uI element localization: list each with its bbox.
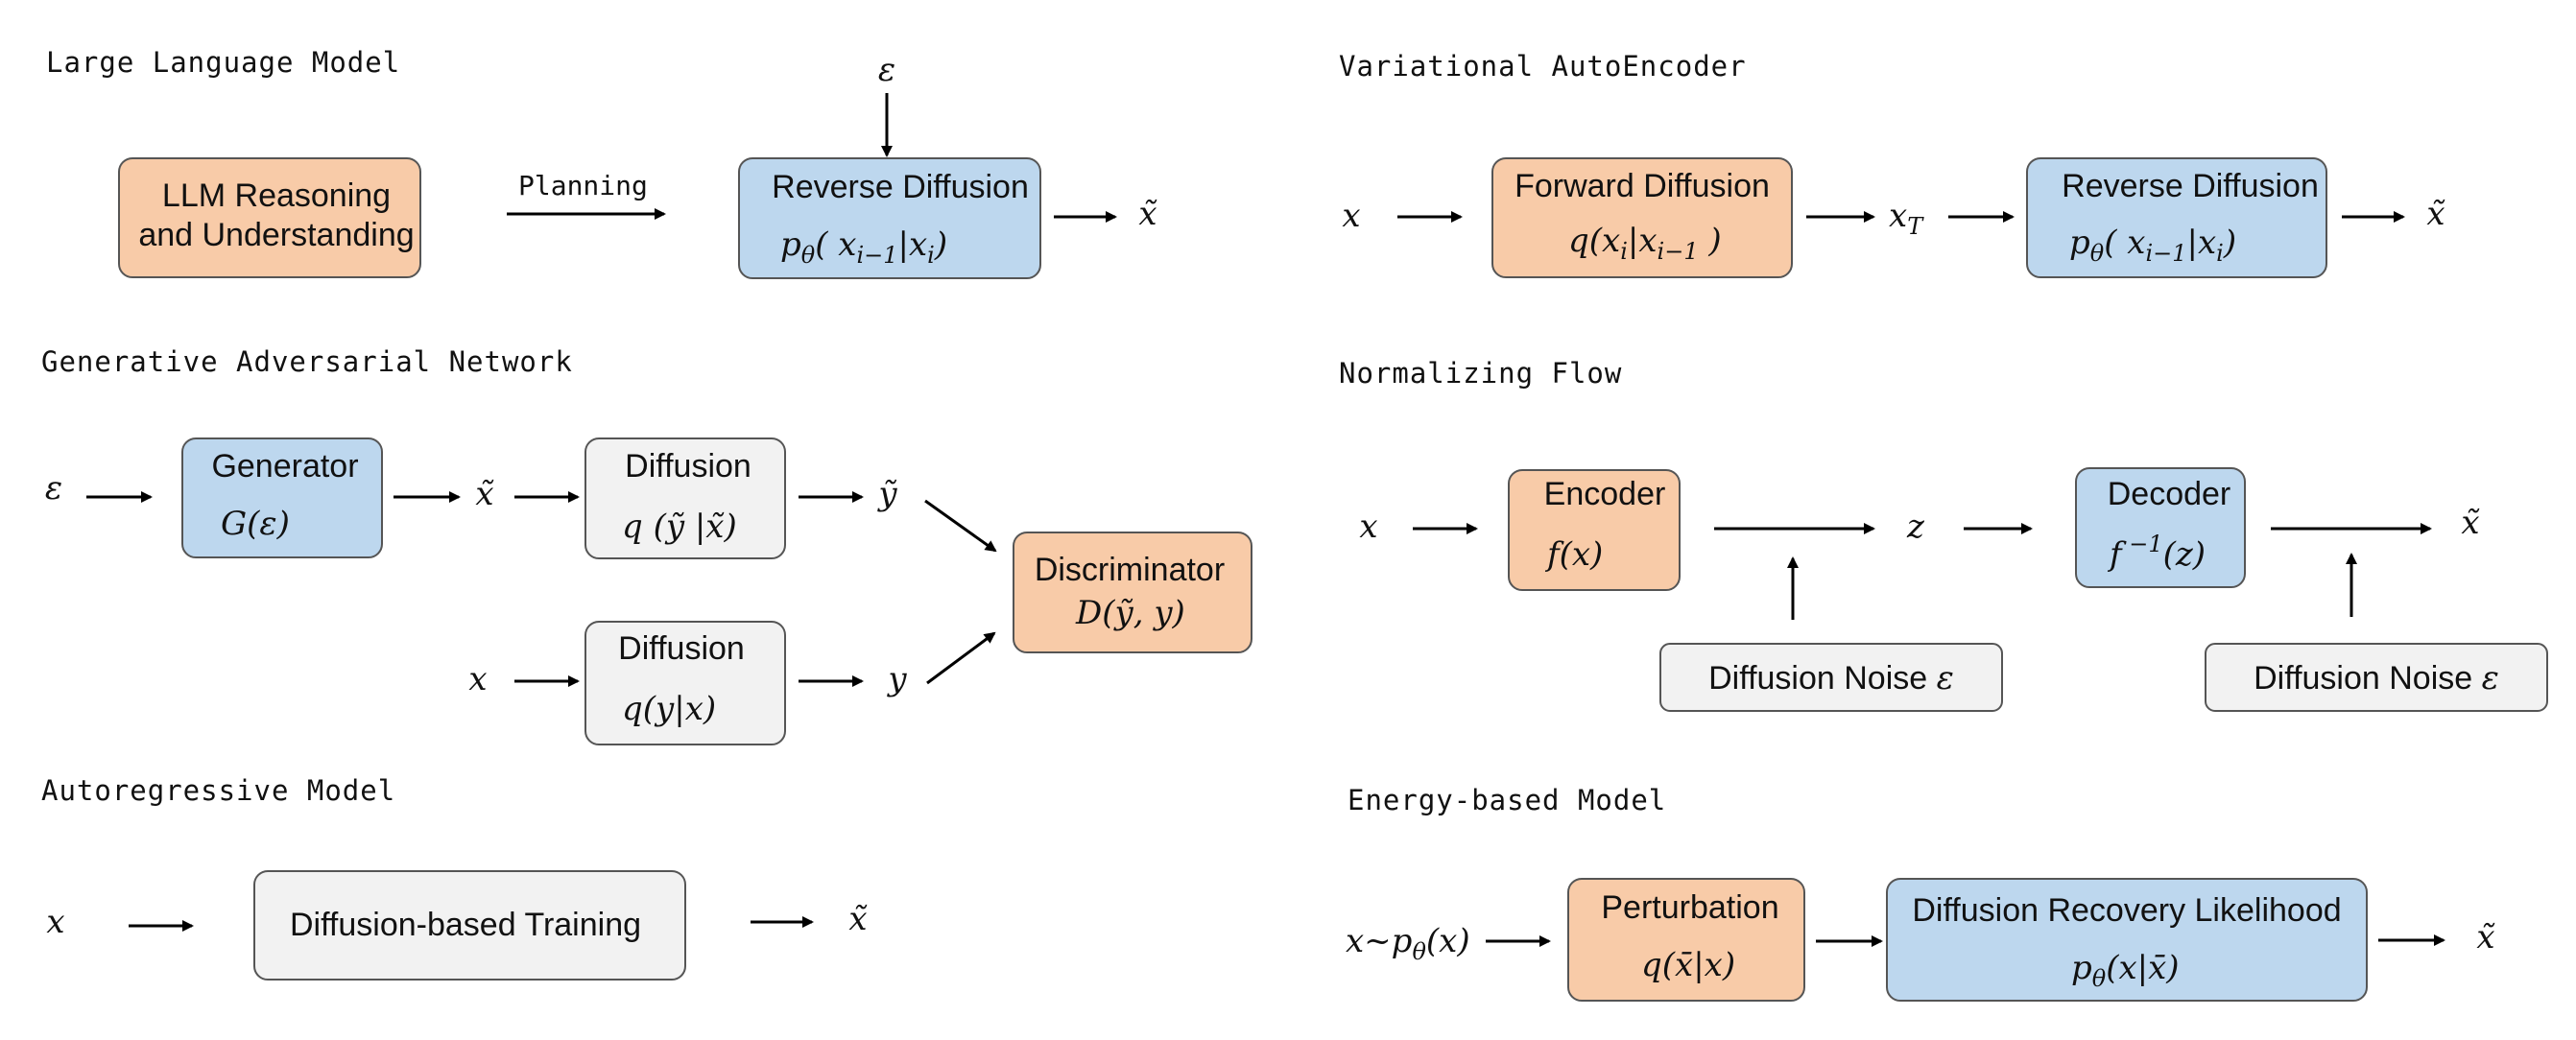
section-title-gan: Generative Adversarial Network (41, 345, 573, 378)
noise1-box (1659, 643, 2003, 712)
generator-label: Generator (211, 448, 358, 485)
diffusion-training-box (253, 870, 686, 981)
recovery-likelihood-label: Diffusion Recovery Likelihood (1912, 892, 2341, 929)
diffusion-bottom-box (584, 621, 786, 745)
vae-output: x̃ (2426, 195, 2445, 233)
llm-reasoning-line2: and Understanding (138, 217, 414, 253)
section-nf: Normalizing Flow x Encoder f(x) Diffusio… (1339, 357, 2548, 712)
noise1-label: Diffusion Noise ε (1708, 659, 1954, 697)
generator-box (181, 437, 383, 558)
perturbation-formula: q(x̄|x) (1641, 946, 1735, 984)
noise2-label: Diffusion Noise ε (2254, 659, 2499, 697)
section-title-ebm: Energy-based Model (1348, 784, 1666, 816)
diffusion-bottom-label: Diffusion (618, 630, 745, 667)
vae-forward-diffusion-box (1491, 157, 1793, 278)
llm-reasoning-box (118, 157, 421, 278)
gan-y: y (886, 660, 907, 698)
nf-output: x̃ (2461, 504, 2480, 542)
vae-forward-diffusion-formula: q(xi|xi−1 ) (1568, 222, 1722, 265)
vae-reverse-diffusion-box (2026, 157, 2327, 278)
recovery-likelihood-formula: pθ(x|x̄) (2071, 949, 2180, 992)
ebm-output: x̃ (2476, 918, 2495, 957)
diffusion-top-label: Diffusion (625, 448, 751, 485)
llm-reverse-diffusion-label: Reverse Diffusion (772, 169, 1029, 205)
vae-input: x (1342, 197, 1360, 235)
generator-formula: G(ε) (221, 505, 290, 543)
section-llm: Large Language Model LLM Reasoning and U… (46, 46, 1157, 279)
section-title-nf: Normalizing Flow (1339, 357, 1622, 390)
llm-output: x̃ (1138, 195, 1157, 233)
decoder-box (2075, 467, 2246, 588)
section-title-llm: Large Language Model (46, 46, 400, 79)
section-title-vae: Variational AutoEncoder (1339, 50, 1747, 83)
diffusion-training-label: Diffusion-based Training (290, 907, 641, 943)
recovery-likelihood-box (1886, 878, 2368, 1002)
decoder-label: Decoder (2108, 476, 2231, 512)
llm-reasoning-line1: LLM Reasoning (162, 177, 391, 214)
y-to-discriminator-arrow (926, 631, 996, 685)
ar-input: x (46, 903, 64, 941)
section-ebm: Energy-based Model x~pθ(x) Perturbation … (1346, 784, 2495, 1002)
diffusion-bottom-formula: q(y|x) (622, 690, 716, 728)
vae-reverse-diffusion-label: Reverse Diffusion (2062, 168, 2319, 204)
vae-latent: xT (1889, 197, 1924, 240)
section-gan: Generative Adversarial Network ε Generat… (41, 345, 1252, 745)
gan-x-tilde: x̃ (475, 475, 494, 513)
encoder-box (1508, 469, 1681, 591)
llm-reverse-diffusion-formula: pθ( xi−1|xi) (780, 225, 947, 269)
section-ar: Autoregressive Model x Diffusion-based T… (41, 774, 868, 981)
discriminator-label: Discriminator (1035, 552, 1225, 588)
gan-noise-input: ε (45, 469, 62, 508)
planning-label: Planning (518, 170, 648, 201)
llm-epsilon: ε (878, 51, 895, 89)
discriminator-box (1013, 532, 1252, 653)
gan-y-tilde: ỹ (876, 475, 897, 513)
section-title-ar: Autoregressive Model (41, 774, 395, 807)
gan-real-input: x (468, 660, 487, 698)
diffusion-top-box (584, 437, 786, 559)
llm-reverse-diffusion-box (738, 157, 1041, 279)
diffusion-top-formula: q (ỹ |x̃) (622, 508, 737, 546)
encoder-label: Encoder (1544, 476, 1666, 512)
section-vae: Variational AutoEncoder x Forward Diffus… (1339, 50, 2445, 278)
encoder-formula: f(x) (1544, 535, 1603, 574)
ar-output: x̃ (848, 900, 868, 938)
y-tilde-to-discriminator-arrow (924, 499, 997, 553)
ebm-input: x~pθ(x) (1346, 922, 1470, 965)
perturbation-box (1567, 878, 1805, 1002)
perturbation-label: Perturbation (1601, 889, 1778, 926)
nf-input: x (1359, 508, 1377, 546)
discriminator-formula: D(ỹ, y) (1075, 594, 1185, 632)
noise2-box (2205, 643, 2548, 712)
vae-forward-diffusion-label: Forward Diffusion (1515, 168, 1770, 204)
nf-latent: z (1906, 508, 1925, 546)
